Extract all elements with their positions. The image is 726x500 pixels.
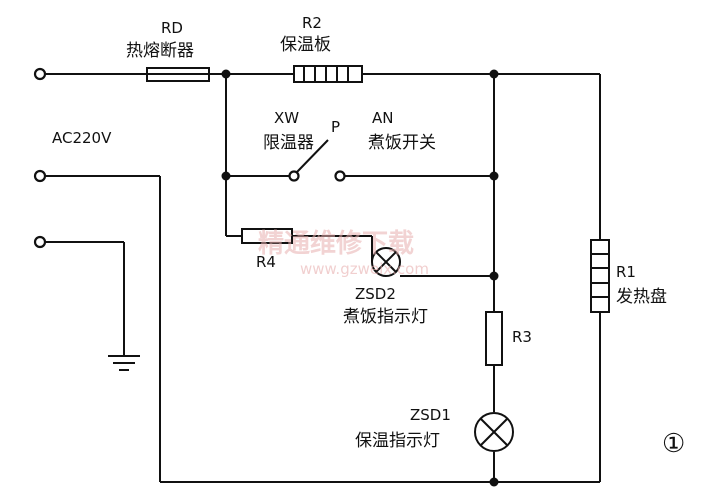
label-zsd2-name: 煮饭指示灯 [343, 307, 428, 327]
terminal-neutral [33, 169, 47, 183]
cook-switch [288, 139, 346, 182]
thermal-fuse-rd [146, 67, 210, 82]
label-rd-name: 热熔断器 [126, 41, 194, 61]
label-zsd1-name: 保温指示灯 [355, 431, 440, 451]
wires [40, 73, 601, 483]
warming-plate-r2 [293, 65, 363, 83]
resistor-r4 [241, 228, 293, 244]
label-ac220v: AC220V [52, 129, 112, 147]
label-r1-code: R1 [616, 263, 636, 281]
label-an-code: AN [372, 109, 393, 127]
watermark-url: www.gzweix.com [300, 260, 429, 278]
terminal-ground [33, 235, 47, 249]
labels: RD 热熔断器 R2 保温板 XW 限温器 P AN 煮饭开关 AC220V R… [52, 14, 685, 459]
cook-indicator-lamp-zsd2 [371, 247, 401, 277]
warm-indicator-lamp-zsd1 [474, 412, 514, 452]
label-r4-code: R4 [256, 253, 276, 271]
label-r2-name: 保温板 [280, 35, 331, 55]
label-zsd2-code: ZSD2 [355, 285, 396, 303]
label-r3-code: R3 [512, 328, 532, 346]
terminal-line [33, 67, 47, 81]
watermark-text: 精通维修下载 [258, 228, 414, 259]
heating-plate-r1 [590, 239, 610, 313]
label-xw-code: XW [274, 109, 299, 127]
label-p: P [331, 118, 340, 136]
label-xw-name: 限温器 [263, 133, 314, 153]
watermark: 精通维修下载 www.gzweix.com [258, 228, 429, 278]
label-zsd1-code: ZSD1 [410, 406, 451, 424]
resistor-r3 [485, 311, 503, 366]
label-r1-name: 发热盘 [616, 287, 667, 307]
terminals [33, 67, 47, 249]
junction-dots [221, 69, 499, 487]
label-rd-code: RD [161, 19, 183, 37]
label-r2-code: R2 [302, 14, 322, 32]
label-an-name: 煮饭开关 [368, 133, 436, 153]
figure-number: ① [662, 429, 685, 459]
